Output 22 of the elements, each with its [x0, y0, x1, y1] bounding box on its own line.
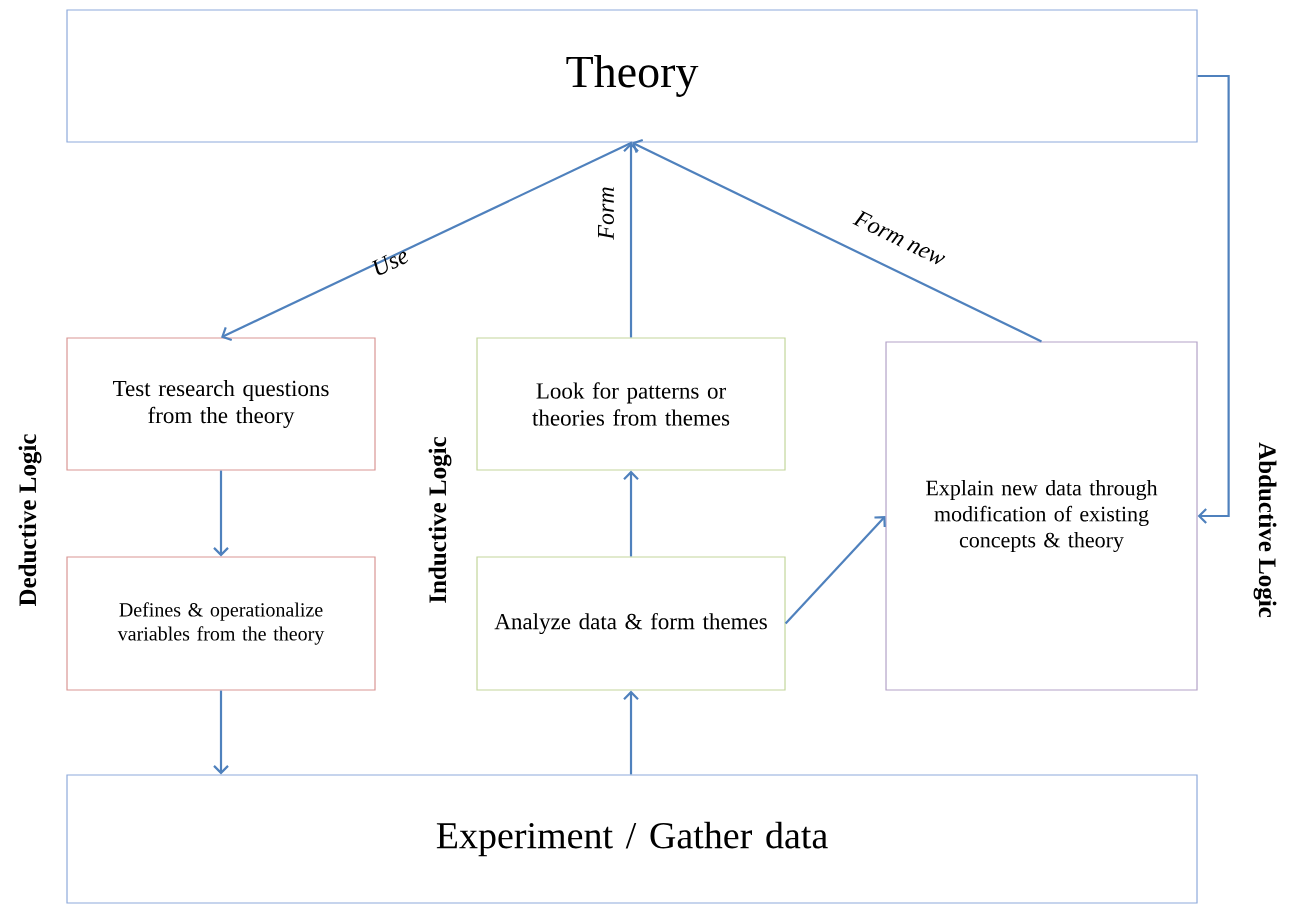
arrow: [623, 142, 639, 338]
side-label: Inductive Logic: [428, 436, 452, 603]
data-box: Experiment / Gather data: [66, 774, 1198, 904]
process-box: Explain new data through modification of existing concepts & theory: [885, 341, 1198, 691]
edge-label: Form: [598, 187, 614, 240]
side-label: Abductive Logic: [1253, 442, 1277, 618]
arrow: [623, 470, 639, 557]
process-box: Analyze data & form themes: [476, 556, 786, 691]
process-box: Test research questions from the theory: [66, 337, 376, 471]
title-box: Theory: [66, 9, 1198, 143]
side-label: Deductive Logic: [18, 434, 42, 606]
arrow: [784, 516, 886, 625]
arrow: [632, 139, 1042, 343]
arrow: [221, 141, 633, 342]
arrow: [1197, 74, 1230, 524]
edge-label: Use: [371, 251, 409, 275]
process-box: Defines & operationalize variables from the theory: [66, 556, 376, 691]
process-box: Look for patterns or theories from themes: [476, 337, 786, 471]
arrow: [213, 470, 229, 557]
edge-label: Form new: [852, 210, 946, 265]
arrow: [213, 690, 229, 775]
arrow: [623, 690, 639, 775]
